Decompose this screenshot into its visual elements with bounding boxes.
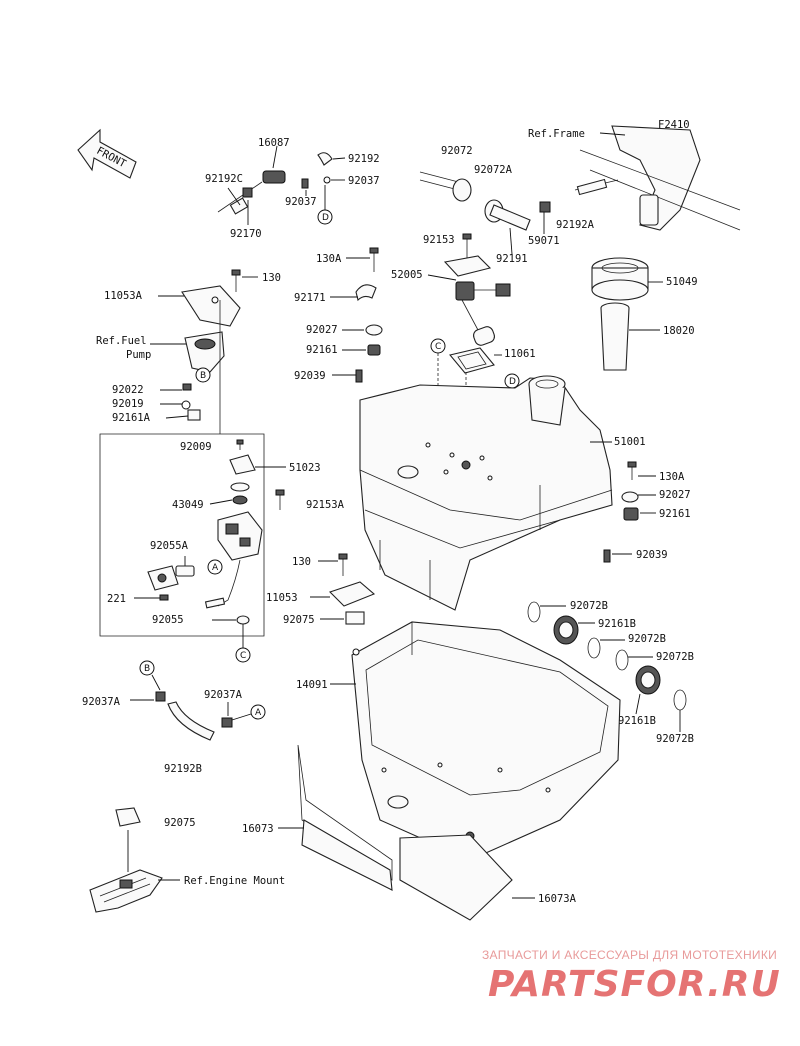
circle-ref-d-tank-label: D [509, 377, 516, 387]
ref-fuel-pump-label-1: Ref.Fuel [96, 335, 147, 347]
label-92039-right: 92039 [636, 549, 668, 561]
label-92055: 92055 [152, 614, 184, 626]
circle-ref-a-hose-label: A [255, 708, 262, 718]
label-92170: 92170 [230, 228, 262, 240]
watermark-brand-logo: PARTSFOR.RU [488, 964, 781, 1005]
label-130-top: 130 [262, 272, 281, 284]
label-92072: 92072 [441, 145, 473, 157]
label-92037-top: 92037 [348, 175, 380, 187]
label-92072B-2: 92072B [628, 633, 666, 645]
label-18020: 18020 [663, 325, 695, 337]
label-92019: 92019 [112, 398, 144, 410]
label-92192A: 92192A [556, 219, 595, 231]
circle-ref-a-valve-label: A [212, 563, 219, 573]
label-92072A: 92072A [474, 164, 513, 176]
label-11053: 11053 [266, 592, 298, 604]
fuel-cap [591, 257, 649, 301]
label-92161B-1: 92161B [598, 618, 636, 630]
label-92161-top: 92161 [306, 344, 338, 356]
label-92161B-2: 92161B [618, 715, 656, 727]
label-59071: 59071 [528, 235, 560, 247]
label-92171: 92171 [294, 292, 326, 304]
tank-tray-14091 [351, 621, 621, 861]
label-92161A: 92161A [112, 412, 151, 424]
label-11053A: 11053A [104, 290, 143, 302]
label-221: 221 [107, 593, 126, 605]
label-16073: 16073 [242, 823, 274, 835]
label-92153: 92153 [423, 234, 455, 246]
label-92192C: 92192C [205, 173, 243, 185]
label-92191: 92191 [496, 253, 528, 265]
circle-ref-b-hose [139, 660, 155, 676]
label-92161-right: 92161 [659, 508, 691, 520]
circle-ref-c-valve-label: C [240, 651, 246, 661]
front-arrow-icon: FRONT [77, 128, 137, 179]
label-16073A: 16073A [538, 893, 577, 905]
engine-mount [89, 869, 163, 913]
ref-frame-label: Ref.Frame [528, 128, 585, 140]
label-92009: 92009 [180, 441, 212, 453]
label-92022: 92022 [112, 384, 144, 396]
label-92037A-left: 92037A [82, 696, 121, 708]
label-92072B-3: 92072B [656, 651, 694, 663]
label-92027-top: 92027 [306, 324, 338, 336]
watermark-tagline: ЗАПЧАСТИ И АКСЕССУАРЫ ДЛЯ МОТОТЕХНИКИ [482, 948, 778, 962]
circle-ref-b-pump-label: B [200, 371, 206, 381]
pads [297, 744, 513, 921]
frame-section [539, 125, 741, 231]
label-92037-top2: 92037 [285, 196, 317, 208]
fuel-pump-subassembly-frame [99, 300, 265, 637]
label-51049: 51049 [666, 276, 698, 288]
label-14091: 14091 [296, 679, 328, 691]
label-92039-top: 92039 [294, 370, 326, 382]
label-92072B-4: 92072B [656, 733, 694, 745]
top-valve-assembly [217, 145, 346, 225]
label-130-mid: 130 [292, 556, 311, 568]
label-92037A-right: 92037A [204, 689, 243, 701]
circle-ref-d-top-label: D [322, 213, 329, 223]
circle-ref-a-valve [207, 559, 223, 575]
ref-fuel-pump-label-2: Pump [126, 349, 151, 361]
circle-ref-a-hose [250, 704, 266, 720]
circle-ref-c-tank-label: C [435, 342, 441, 352]
label-52005: 52005 [391, 269, 423, 281]
label-11061: 11061 [504, 348, 536, 360]
label-130A-right: 130A [659, 471, 685, 483]
label-92055A: 92055A [150, 540, 189, 552]
label-16087: 16087 [258, 137, 290, 149]
label-92153A: 92153A [306, 499, 345, 511]
label-51023: 51023 [289, 462, 321, 474]
fuel-valve-body [204, 511, 263, 609]
ref-engine-mount-label: Ref.Engine Mount [184, 875, 285, 887]
filler-neck-18020 [600, 302, 630, 371]
label-43049: 43049 [172, 499, 204, 511]
diagram-code: F2410 [658, 119, 690, 131]
fuel-tank-51001 [359, 375, 613, 611]
label-92192B: 92192B [164, 763, 202, 775]
label-92075-bottom: 92075 [164, 817, 196, 829]
label-51001: 51001 [614, 436, 646, 448]
label-92192: 92192 [348, 153, 380, 165]
hose-clamps-upper [527, 601, 687, 711]
circle-ref-b-hose-label: B [144, 664, 150, 674]
label-130A-top: 130A [316, 253, 342, 265]
circle-ref-b-pump [195, 367, 211, 383]
label-92075-mid: 92075 [283, 614, 315, 626]
label-92027-right: 92027 [659, 489, 691, 501]
label-92072B-1: 92072B [570, 600, 608, 612]
